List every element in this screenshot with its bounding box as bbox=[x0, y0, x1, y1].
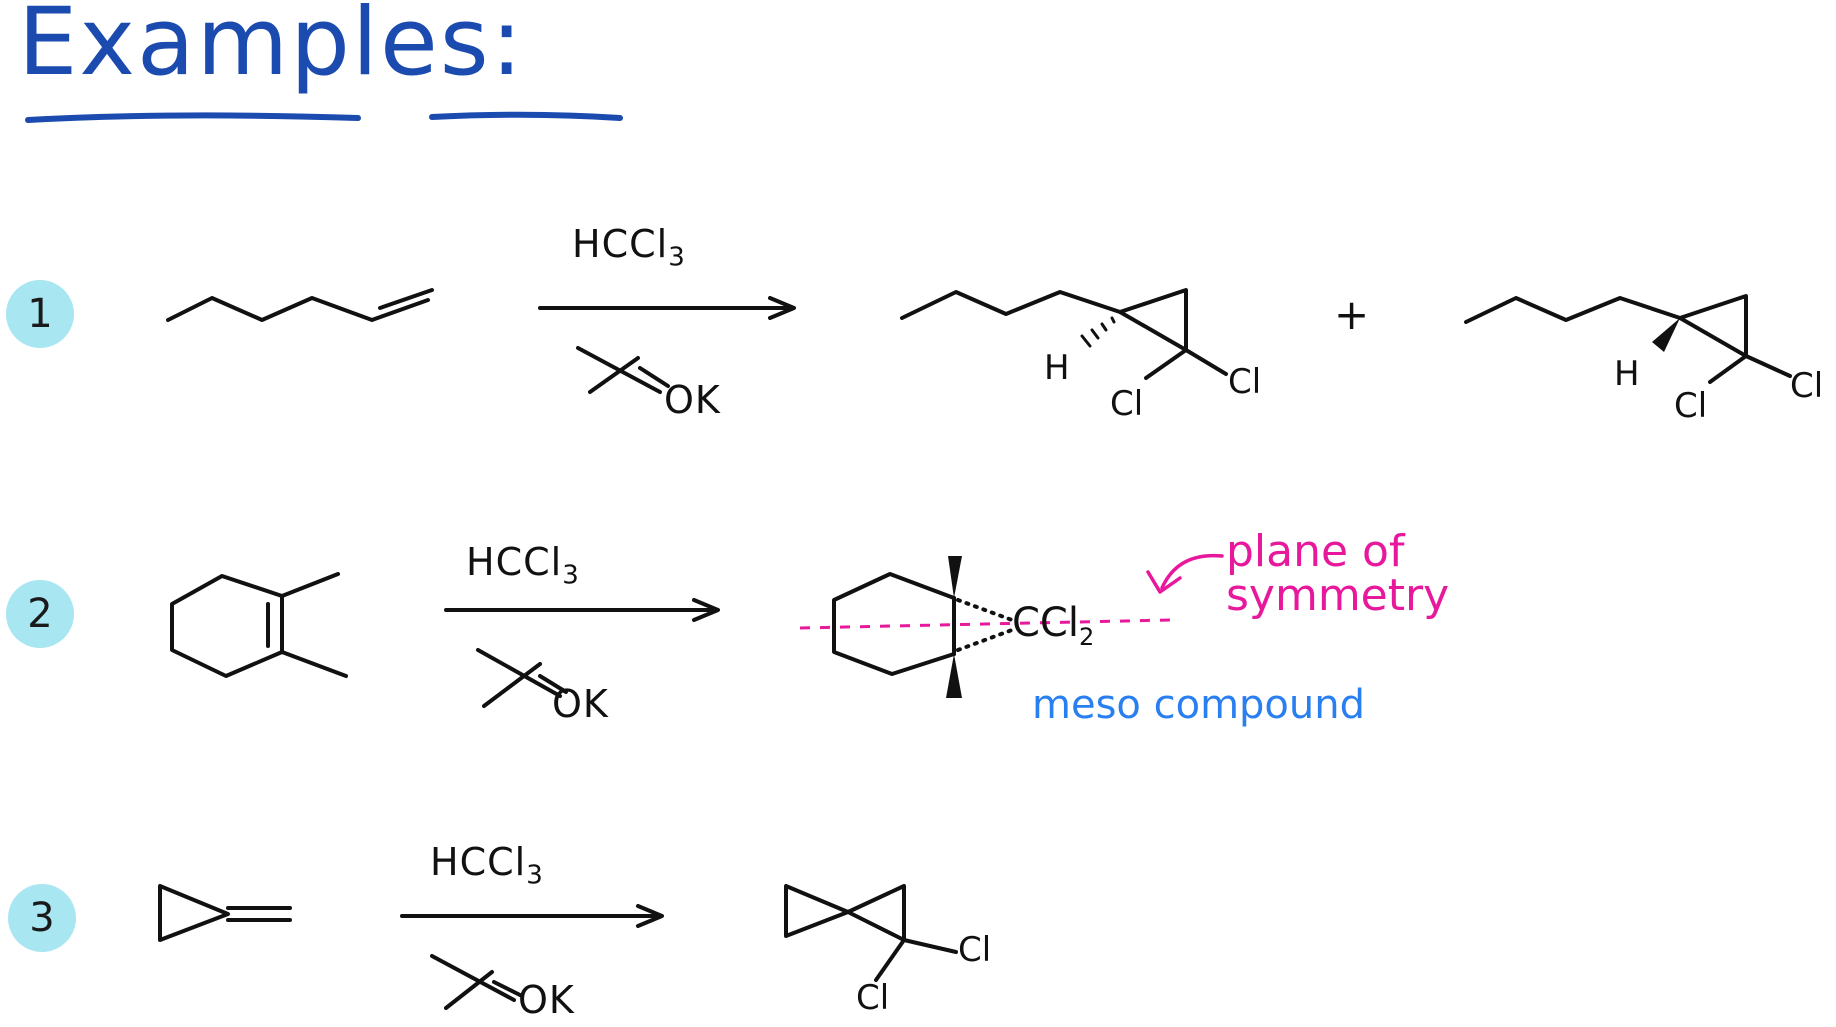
title-underline bbox=[25, 111, 623, 123]
ex2-product-wedge-top bbox=[948, 556, 962, 598]
ex2-arrow-head bbox=[692, 598, 720, 622]
ex1-product-a-hashed-wedge bbox=[1080, 316, 1116, 348]
ex1-arrow-head bbox=[768, 296, 796, 320]
ex1-reagent-ok: OK bbox=[664, 378, 721, 422]
example-number-2: 2 bbox=[6, 580, 74, 648]
ex3-reagent-hccl3: HCCl3 bbox=[430, 840, 544, 891]
ex3-product-ring-right bbox=[846, 884, 906, 942]
ex3-tbu-bond-c bbox=[492, 980, 524, 998]
ex2-product-ring bbox=[832, 572, 956, 676]
ex1-product-a-cl-bond-2 bbox=[1184, 348, 1228, 376]
ex1-product-a-cl-2: Cl bbox=[1228, 362, 1262, 402]
ex3-arrow-head bbox=[636, 904, 664, 928]
ex2-tbu-bond-c bbox=[538, 674, 568, 694]
ex2-product-wedge-bottom bbox=[946, 654, 962, 698]
example-number-1: 1 bbox=[6, 280, 74, 348]
ex3-tbu-bond-b bbox=[444, 970, 494, 1010]
ex2-tbu-bond-a bbox=[476, 648, 562, 698]
ex2-product-ccl2: CCl2 bbox=[1012, 600, 1095, 651]
ex3-product-cl-2: Cl bbox=[856, 978, 890, 1018]
ex1-reagent-hccl3: HCCl3 bbox=[572, 222, 686, 273]
ex1-product-a-ring bbox=[1118, 288, 1188, 352]
ex3-product-cl-bond-2 bbox=[874, 938, 906, 982]
page-title: Examples: bbox=[18, 0, 525, 97]
ex1-product-b-ring bbox=[1678, 294, 1748, 358]
ex2-reactant-methyl-2 bbox=[280, 650, 348, 678]
ex1-product-b-cl-bond-2 bbox=[1744, 354, 1792, 378]
ex2-plane-pointer-arrow bbox=[1146, 553, 1224, 594]
ex1-reactant-chain bbox=[166, 296, 430, 322]
ex2-reagent-ok: OK bbox=[552, 682, 609, 726]
ex2-symmetry-plane bbox=[799, 618, 1171, 630]
ex1-product-b-h: H bbox=[1614, 354, 1640, 394]
ex3-product-ring-left bbox=[784, 884, 850, 938]
ex3-tbu-bond-a bbox=[430, 954, 516, 1002]
ex1-tbu-bond-b bbox=[588, 356, 640, 394]
ex1-reactant-double-bond bbox=[378, 288, 434, 310]
ex1-product-a-cl-bond-1 bbox=[1144, 348, 1188, 380]
ex3-reagent-ok: OK bbox=[518, 978, 575, 1022]
ex2-meso-compound-note: meso compound bbox=[1032, 682, 1365, 728]
ex1-tbu-bond-c bbox=[638, 366, 670, 388]
ex1-product-a-h: H bbox=[1044, 348, 1070, 388]
ex3-reactant-ring bbox=[158, 884, 230, 942]
ex2-tbu-bond-b bbox=[482, 662, 542, 708]
ex1-product-b-cl-1: Cl bbox=[1674, 386, 1708, 426]
ex1-product-a-chain bbox=[900, 290, 1122, 320]
ex2-reactant-methyl-1 bbox=[280, 572, 340, 598]
ex2-plane-of-symmetry-note: plane of symmetry bbox=[1226, 526, 1450, 621]
example-number-3: 3 bbox=[8, 884, 76, 952]
ex1-product-b-cl-2: Cl bbox=[1790, 366, 1824, 406]
ex1-product-b-chain bbox=[1464, 296, 1682, 324]
ex1-product-b-solid-wedge bbox=[1652, 318, 1680, 352]
ex1-product-a-cl-1: Cl bbox=[1110, 384, 1144, 424]
ex3-product-cl-bond-1 bbox=[902, 938, 958, 954]
ex2-reagent-hccl3: HCCl3 bbox=[466, 540, 580, 591]
ex2-product-dotted-bonds bbox=[956, 598, 1014, 652]
ex2-reactant-ring bbox=[170, 574, 284, 678]
ex1-plus-sign: + bbox=[1334, 290, 1370, 339]
ex1-product-b-cl-bond-1 bbox=[1708, 354, 1748, 384]
ex3-product-cl-1: Cl bbox=[958, 930, 992, 970]
